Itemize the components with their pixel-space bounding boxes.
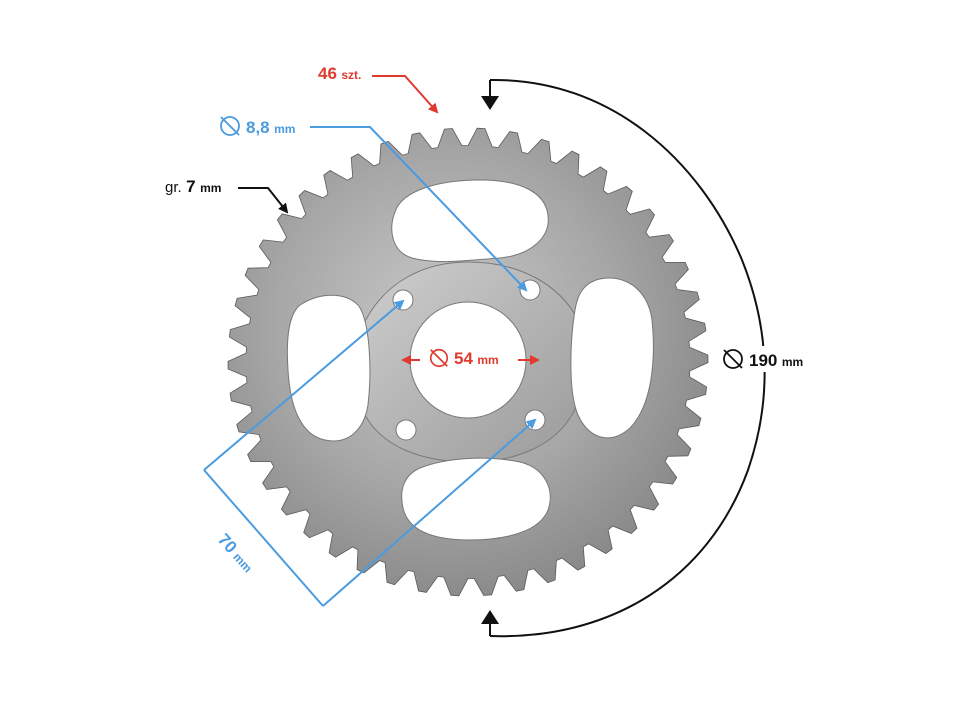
outer-diameter-label: 190 mm (721, 346, 804, 372)
cutout-bottom (401, 457, 551, 541)
diameter-symbol-icon (220, 116, 240, 136)
thickness-unit: mm (200, 181, 222, 195)
cutout-top (391, 179, 549, 263)
outer-diameter-arrow-bottom (481, 610, 499, 624)
bolt-hole-leader (310, 126, 528, 292)
cutout-left (286, 294, 371, 442)
bolt-hole-tr (519, 279, 541, 301)
center-bore-value: 54 (454, 349, 473, 368)
teeth-count-label: 46 szt. (318, 64, 361, 84)
center-bore-label: 54 mm (428, 347, 499, 369)
thickness-value: 7 (186, 177, 196, 196)
teeth-count-value: 46 (318, 64, 337, 83)
diameter-symbol-icon (723, 349, 743, 369)
outer-diameter-unit: mm (781, 355, 804, 369)
bolt-hole-bl (395, 419, 417, 441)
cutout-right (570, 277, 654, 439)
teeth-count-arrow (372, 75, 439, 114)
diameter-symbol-icon (429, 348, 449, 368)
outer-diameter-arrow-top (481, 96, 499, 110)
bolt-spacing-line-upper (203, 299, 405, 471)
thickness-label: gr. 7 mm (165, 177, 221, 197)
bolt-hole-unit: mm (274, 122, 296, 136)
center-bore-unit: mm (477, 353, 499, 367)
bolt-hole-value: 8,8 (246, 118, 270, 137)
teeth-count-unit: szt. (341, 68, 362, 82)
bolt-spacing-line-lower (322, 418, 537, 607)
outer-diameter-value: 190 (749, 351, 778, 370)
thickness-arrow (238, 187, 289, 214)
bolt-hole-label: 8,8 mm (218, 114, 295, 138)
bolt-spacing-base (203, 469, 324, 607)
thickness-prefix: gr. (165, 179, 182, 196)
